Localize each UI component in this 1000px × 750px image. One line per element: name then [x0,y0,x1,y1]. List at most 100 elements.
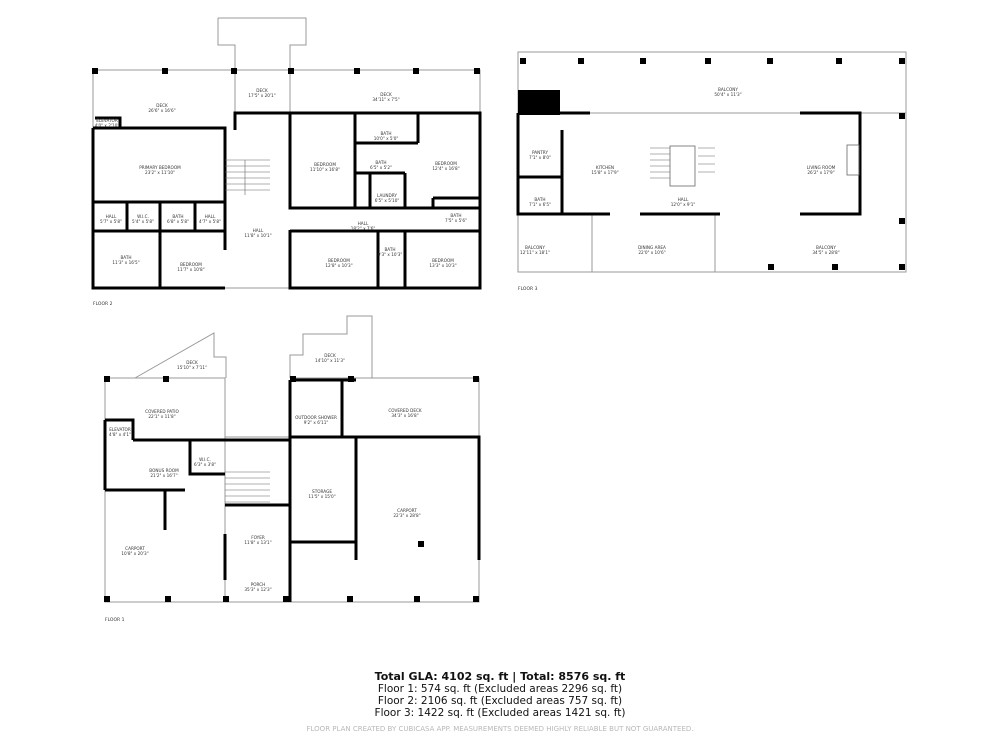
room-dimensions: 10'8" x 20'3" [121,551,149,556]
room-dimensions: 7'1" x 6'5" [529,202,551,207]
total-area: Total GLA: 4102 sq. ft | Total: 8576 sq.… [374,670,626,683]
room-name: LIVING ROOM [806,165,836,170]
posts [92,58,905,602]
room-label: W.I.C.6'3" x 3'8" [194,457,216,467]
room-name: DECK [156,103,168,108]
room-name: BATH [172,214,184,219]
room-name: ELEVATOR [96,118,118,123]
room-name: BATH [384,247,396,252]
room-name: HALL [252,228,264,233]
walls [91,111,862,602]
room-dimensions: 22'1" x 11'8" [148,414,176,419]
room-dimensions: 34'3" x 16'8" [391,413,419,418]
room-dimensions: 50'4" x 11'3" [714,92,742,97]
room-name: COVERED PATIO [145,409,179,414]
fireplace [846,144,860,176]
room-dimensions: 11'10" x 16'8" [310,167,340,172]
room-name: PORCH [250,582,266,587]
room-dimensions: 10'0" x 5'0" [373,136,399,141]
room-name: BEDROOM [435,161,457,166]
room-name: BEDROOM [314,162,336,167]
floor-2-label: FLOOR 2 [93,302,113,307]
room-dimensions: 11'3" x 16'5" [112,260,140,265]
room-name: W.I.C. [137,214,149,219]
room-name: CARPORT [397,508,417,513]
room-name: BATH [534,197,546,202]
room-dimensions: 12'8" x 10'3" [325,263,353,268]
room-dimensions: 6'3" x 3'8" [194,462,216,467]
room-dimensions: 5'7" x 5'8" [100,219,122,224]
floor-1-label: FLOOR 1 [105,618,125,623]
disclaimer: FLOOR PLAN CREATED BY CUBICASA APP. MEAS… [306,725,694,733]
room-name: STORAGE [312,489,332,494]
room-dimensions: 22'0" x 10'6" [638,250,666,255]
room-name: BALCONY [816,245,836,250]
floor-1-area: Floor 1: 574 sq. ft (Excluded areas 2296… [377,683,623,695]
room-dimensions: 4'8" x 4'1" [109,432,131,437]
room-dimensions: 13'3" x 10'3" [429,263,457,268]
room-name: BATH [120,255,132,260]
room-dimensions: 15'8" x 17'9" [591,170,619,175]
room-dimensions: 11'5" x 15'0" [308,494,336,499]
room-name: COVERED DECK [388,408,422,413]
room-dimensions: 26'6" x 16'6" [148,108,176,113]
floor-2-area: Floor 2: 2106 sq. ft (Excluded areas 757… [377,695,623,707]
room-name: BATH [450,213,462,218]
exterior-outlines [92,17,907,603]
room-name: OUTDOOR SHOWER [295,415,337,420]
room-name: DECK [256,88,268,93]
room-dimensions: 14'10" x 11'3" [315,358,345,363]
room-name: BALCONY [525,245,545,250]
room-name: LAUNDRY [377,193,397,198]
room-dimensions: 9'3" x 10'3" [377,252,403,257]
room-name: W.I.C. [199,457,211,462]
room-dimensions: 6'8" x 5'8" [167,219,189,224]
room-dimensions: 4'7" x 5'8" [199,219,221,224]
room-dimensions: 26'2" x 17'9" [807,170,835,175]
floor-3-area: Floor 3: 1422 sq. ft (Excluded areas 142… [374,707,626,719]
room-name: HALL [357,221,369,226]
room-name: BEDROOM [328,258,350,263]
room-name: DINING AREA [638,245,666,250]
room-name: PRIMARY BEDROOM [139,165,181,170]
room-dimensions: 12'11" x 18'1" [520,250,550,255]
room-name: DECK [324,353,336,358]
room-dimensions: 12'0" x 9'1" [670,202,696,207]
room-name: BEDROOM [432,258,454,263]
room-dimensions: 23'2" x 11'10" [145,170,175,175]
room-name: DECK [186,360,198,365]
room-dimensions: 4'0" x 2'10" [94,123,120,128]
room-name: ELEVATOR [109,427,131,432]
room-dimensions: 22'3" x 28'8" [393,513,421,518]
